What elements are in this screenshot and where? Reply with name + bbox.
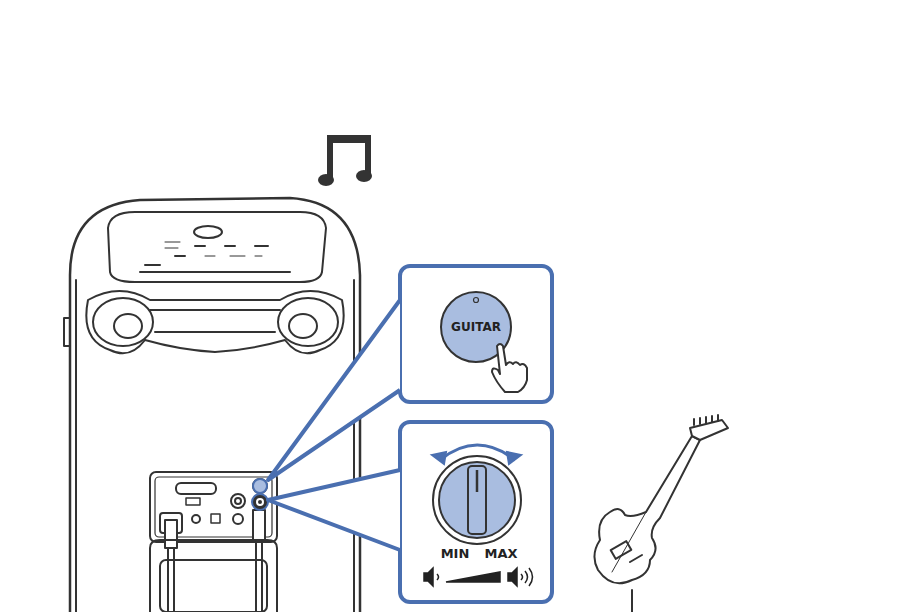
knob-scale-label: MAX: [484, 546, 517, 561]
guitar-button: GUITAR: [439, 290, 513, 364]
button-label: GUITAR: [451, 320, 501, 334]
knob-scale-label: MIN: [441, 546, 470, 561]
